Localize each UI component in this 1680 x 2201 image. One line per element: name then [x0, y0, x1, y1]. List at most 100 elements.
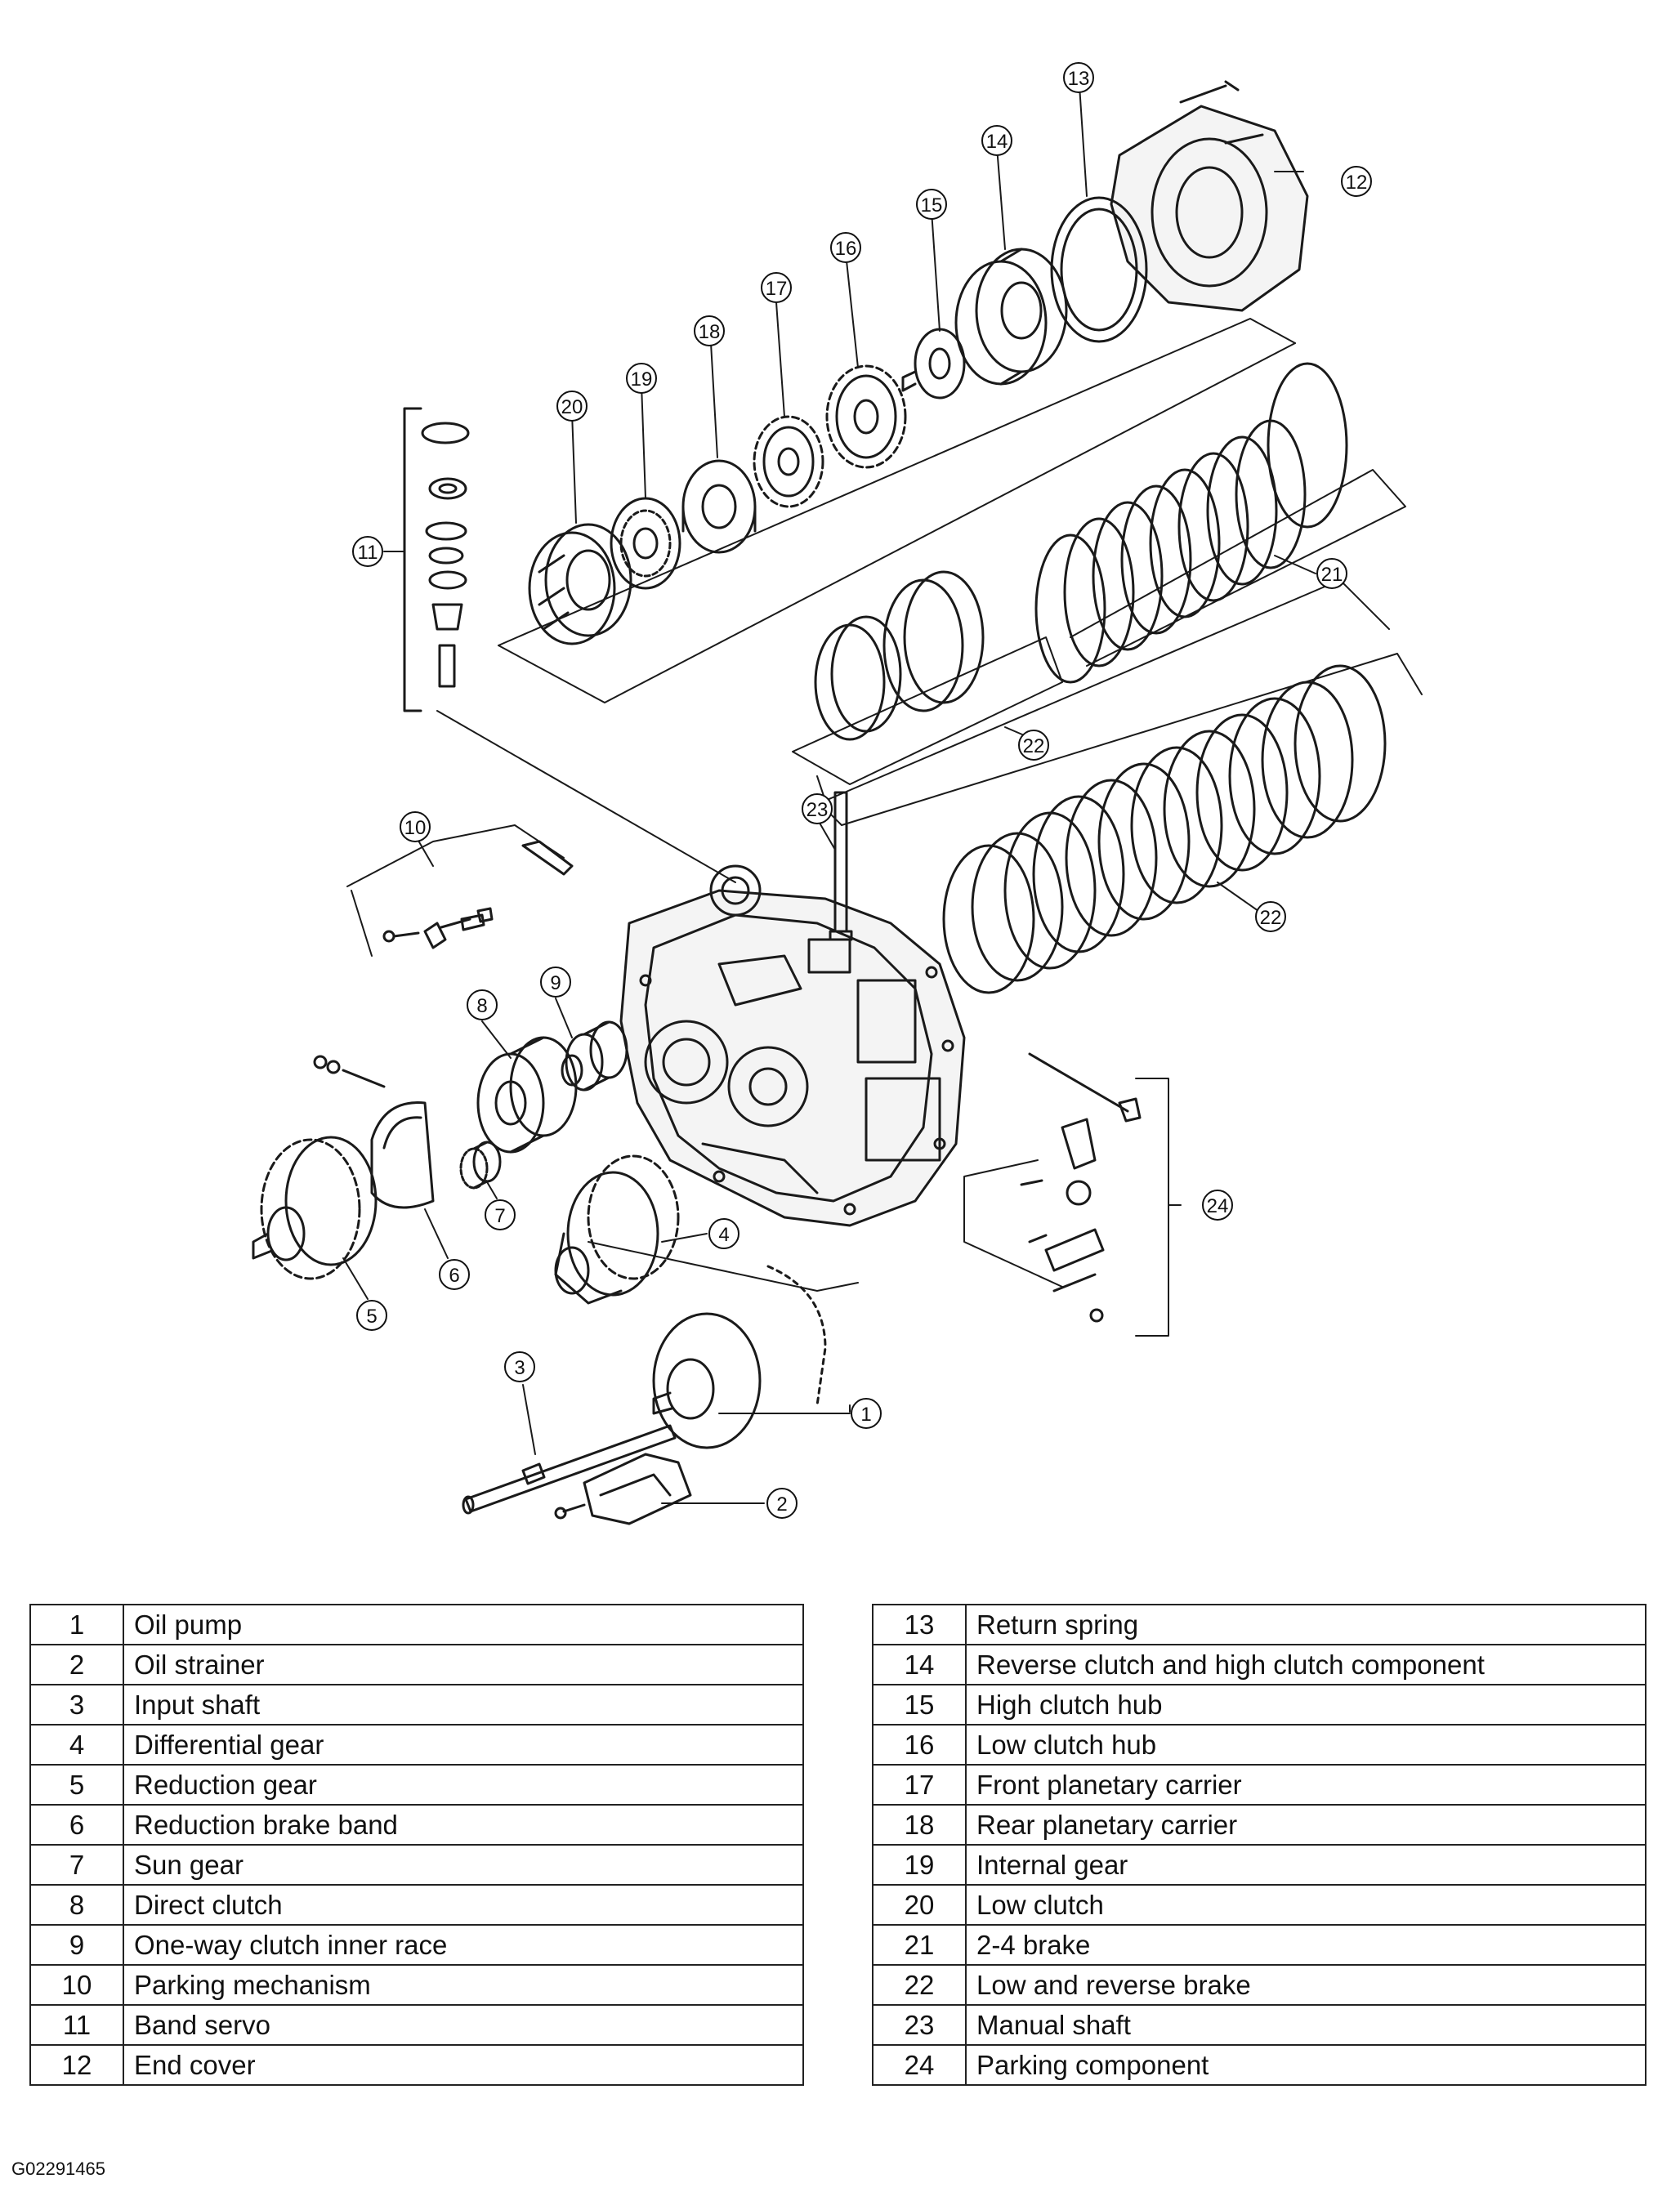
part-name: Low clutch	[965, 1884, 1646, 1926]
callout-13: 13	[1063, 62, 1094, 93]
svg-text:3: 3	[514, 1357, 525, 1379]
svg-text:10: 10	[404, 817, 427, 839]
part-name: 2-4 brake	[965, 1924, 1646, 1966]
part-number: 1	[29, 1604, 124, 1645]
part-number: 3	[29, 1684, 124, 1726]
part-number: 21	[872, 1924, 967, 1966]
part-number: 5	[29, 1764, 124, 1806]
part-name: Rear planetary carrier	[965, 1804, 1646, 1846]
part-name: Reduction brake band	[123, 1804, 804, 1846]
reduction-brake-band-part	[313, 1055, 435, 1209]
callout-19: 19	[626, 363, 657, 394]
part-number: 9	[29, 1924, 124, 1966]
part-name: Internal gear	[965, 1844, 1646, 1886]
svg-text:17: 17	[766, 278, 788, 300]
svg-text:21: 21	[1321, 564, 1343, 586]
reverse-high-clutch-part	[954, 248, 1068, 386]
part-name: Reduction gear	[123, 1764, 804, 1806]
part-number: 6	[29, 1804, 124, 1846]
part-name: Band servo	[123, 2004, 804, 2046]
callout-11: 11	[352, 536, 383, 567]
one-way-clutch-race-part	[561, 1020, 628, 1092]
svg-text:18: 18	[699, 321, 721, 343]
rear-planetary-carrier-part	[681, 459, 757, 554]
exploded-transmission-diagram: 1 2 3 4 5 6 7 8 9 10 11 12 13 14 15 16 1…	[252, 62, 1423, 1525]
svg-text:1: 1	[860, 1404, 871, 1426]
part-number: 22	[872, 1964, 967, 2006]
callout-14: 14	[981, 125, 1012, 156]
part-number: 20	[872, 1884, 967, 1926]
svg-text:20: 20	[561, 396, 583, 418]
front-planetary-carrier-part	[753, 415, 824, 508]
parking-mechanism-part	[382, 840, 574, 949]
svg-text:7: 7	[494, 1205, 505, 1227]
part-name: Differential gear	[123, 1724, 804, 1766]
part-name: Parking component	[965, 2044, 1646, 2086]
end-cover-part	[1110, 80, 1309, 312]
callout-24: 24	[1202, 1190, 1233, 1221]
part-name: High clutch hub	[965, 1684, 1646, 1726]
part-number: 17	[872, 1764, 967, 1806]
low-reverse-brake-lower-part	[942, 664, 1387, 994]
part-name: Return spring	[965, 1604, 1646, 1645]
callout-6: 6	[439, 1259, 470, 1290]
low-clutch-part	[528, 523, 632, 645]
part-number: 19	[872, 1844, 967, 1886]
part-name: End cover	[123, 2044, 804, 2086]
part-name: Direct clutch	[123, 1884, 804, 1926]
high-clutch-hub-part	[901, 328, 966, 400]
part-name: Parking mechanism	[123, 1964, 804, 2006]
parking-component-part	[1020, 1052, 1142, 1323]
part-name: Oil pump	[123, 1604, 804, 1645]
part-name: Low clutch hub	[965, 1724, 1646, 1766]
callout-2: 2	[766, 1488, 798, 1519]
callout-20: 20	[556, 391, 588, 422]
part-name: One-way clutch inner race	[123, 1924, 804, 1966]
part-name: Front planetary carrier	[965, 1764, 1646, 1806]
svg-text:16: 16	[835, 238, 857, 260]
callout-3: 3	[504, 1351, 535, 1382]
part-name: Reverse clutch and high clutch component	[965, 1644, 1646, 1685]
svg-text:13: 13	[1068, 68, 1090, 90]
svg-text:19: 19	[631, 368, 653, 391]
figure-code: G02291465	[11, 2159, 105, 2179]
svg-text:4: 4	[718, 1224, 729, 1246]
callout-18: 18	[694, 315, 725, 346]
svg-text:8: 8	[476, 995, 487, 1017]
part-number: 4	[29, 1724, 124, 1766]
group-brackets	[346, 318, 1423, 1337]
part-number: 11	[29, 2004, 124, 2046]
part-number: 24	[872, 2044, 967, 2086]
low-clutch-hub-part	[825, 364, 907, 469]
callout-10: 10	[400, 811, 431, 842]
callout-21: 21	[1316, 558, 1347, 589]
part-number: 12	[29, 2044, 124, 2086]
part-name: Input shaft	[123, 1684, 804, 1726]
svg-text:6: 6	[449, 1265, 459, 1287]
part-number: 18	[872, 1804, 967, 1846]
svg-text:22: 22	[1023, 735, 1045, 757]
callout-15: 15	[916, 189, 947, 220]
svg-text:2: 2	[776, 1493, 787, 1516]
low-reverse-brake-upper-part	[814, 570, 985, 741]
svg-text:23: 23	[806, 799, 829, 821]
part-number: 13	[872, 1604, 967, 1645]
svg-text:15: 15	[921, 194, 943, 217]
leader-lines	[342, 73, 1316, 1504]
